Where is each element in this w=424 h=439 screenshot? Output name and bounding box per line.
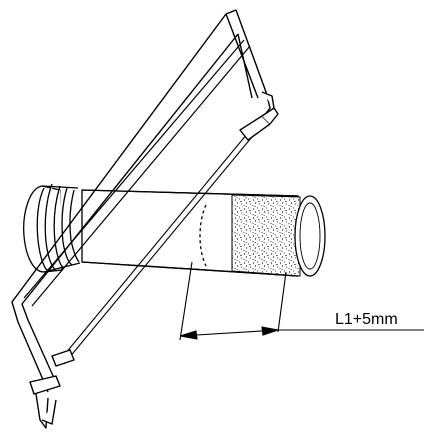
dimension-arrow-right xyxy=(261,326,281,336)
threaded-coupling xyxy=(23,183,81,273)
dimension-label: L1+5mm xyxy=(335,311,398,328)
insertion-depth-band xyxy=(231,194,301,277)
pipe-assembly xyxy=(23,183,326,277)
dimension-arrow-left xyxy=(179,330,198,340)
blade-clamp-lower xyxy=(29,349,75,429)
extension-line-right xyxy=(277,271,287,333)
hacksaw-blade xyxy=(59,127,257,365)
pipe-end xyxy=(294,195,326,277)
cut-line xyxy=(199,204,207,267)
hacksaw xyxy=(11,9,279,429)
blade-clamp-upper xyxy=(239,91,279,141)
dimension-annotation xyxy=(179,261,424,341)
extension-line-left xyxy=(179,261,193,341)
